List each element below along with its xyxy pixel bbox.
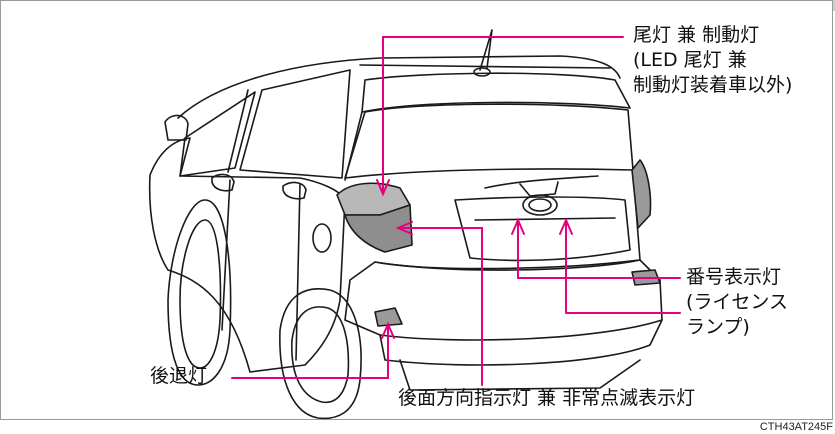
spoiler [361,72,631,113]
body-side [148,137,346,373]
callout-license [517,221,681,314]
rear-window [344,103,634,179]
label-tail-stop-line2: (LED 尾灯 兼 [633,49,747,71]
label-license-line3: ランプ) [686,316,750,338]
rear-lamp-left-lower [344,204,413,253]
rear-emblem [522,194,558,216]
front-wheel [167,199,232,386]
side-mirror [164,114,189,141]
door-handle-rear [282,181,307,200]
label-license-line1: 番号表示灯 [686,266,782,288]
rear-bumper [344,259,663,341]
callout-turn-hazard [399,227,483,386]
figure-frame [0,0,833,420]
reverse-lamp [374,307,403,327]
label-tail-stop-line1: 尾灯 兼 制動灯 [633,24,760,46]
callout-reverse [231,325,389,379]
rear-lamp-right [631,159,652,229]
label-tail-stop: 尾灯 兼 制動灯 (LED 尾灯 兼 制動灯装着車以外) [633,23,792,98]
label-license: 番号表示灯 (ライセンス ランプ) [686,265,788,340]
label-tail-stop-line3: 制動灯装着車以外) [633,74,793,96]
door-handle-front [211,173,235,192]
license-recess [454,196,631,262]
label-license-line2: (ライセンス [686,291,789,313]
roof [177,55,621,119]
callout-tail-stop [382,36,624,193]
rear-wiper [484,175,599,197]
fuel-lid [312,223,332,253]
rear-wheel [279,288,362,420]
figure-code: CTH43AT245F [759,421,833,433]
label-reverse: 後退灯 [150,365,208,387]
label-turn-hazard: 後面方向指示灯 兼 非常点滅表示灯 [398,387,696,409]
side-window-rear [239,69,351,179]
side-window-front [179,91,256,177]
